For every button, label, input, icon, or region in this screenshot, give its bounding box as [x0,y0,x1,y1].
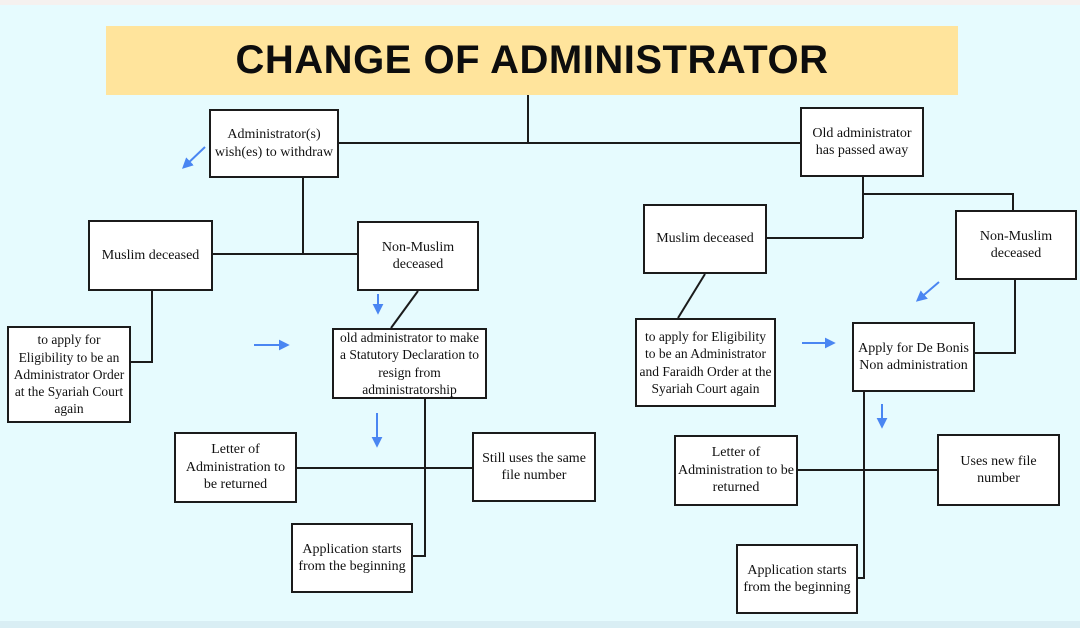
node-right-muslim-deceased: Muslim deceased [643,204,767,274]
node-label: Letter of Administration to be returned [185,442,286,493]
node-right-letter-returned: Letter of Administration to be returned [674,435,798,506]
node-left-muslim-deceased: Muslim deceased [88,220,213,291]
node-label: Apply for De Bonis Non administration [858,340,969,374]
connector-right-trunk [858,392,865,579]
node-old-administrator-passed: Old administrator has passed away [800,107,924,177]
connector-right-muslim-diagonal [677,273,706,319]
connector-right-branch-elbow [863,193,1014,210]
connector-right-nonmuslim-elbow [975,280,1016,354]
node-label: Letter of Administration to be returned [678,445,794,496]
connector-left-trunk [413,399,426,557]
connector-left-muslim-elbow [131,291,153,363]
node-left-letter-returned: Letter of Administration to be returned [174,432,297,503]
node-same-file-number: Still uses the same file number [472,432,596,502]
node-label: Application starts from the beginning [298,541,406,575]
node-label: Non-Muslim deceased [381,239,455,273]
node-label: to apply for Eligibility to be an Admini… [639,328,772,396]
node-administrator-wishes-withdraw: Administrator(s) wish(es) to withdraw [209,109,339,178]
top-edge-strip [0,0,1080,5]
bottom-edge-strip [0,621,1080,628]
node-right-nonmuslim-deceased: Non-Muslim deceased [955,210,1077,280]
node-left-application-restart: Application starts from the beginning [291,523,413,593]
node-label: Administrator(s) wish(es) to withdraw [214,127,334,160]
node-label: Old administrator has passed away [812,125,912,159]
node-right-eligibility-faraidh: to apply for Eligibility to be an Admini… [635,318,776,407]
page-title: CHANGE OF ADMINISTRATOR [235,38,829,82]
node-label: to apply for Eligibility to be an Admini… [13,332,125,417]
node-label: Muslim deceased [101,247,200,263]
node-right-application-restart: Application starts from the beginning [736,544,858,614]
node-de-bonis-non: Apply for De Bonis Non administration [852,322,975,392]
node-label: Non-Muslim deceased [979,228,1053,262]
node-left-nonmuslim-deceased: Non-Muslim deceased [357,221,479,291]
blue-arrow-withdraw-icon [182,146,206,169]
node-label: Uses new file number [960,453,1037,487]
node-label: Application starts from the beginning [743,562,851,596]
node-new-file-number: Uses new file number [937,434,1060,506]
node-label: Still uses the same file number [482,450,586,484]
node-label: old administrator to make a Statutory De… [339,329,480,397]
node-statutory-declaration: old administrator to make a Statutory De… [332,328,487,399]
blue-arrow-right-diagonal-icon [915,281,940,302]
connector-left-nonmuslim-diagonal [390,290,419,329]
node-label: Muslim deceased [656,231,754,247]
title-banner: CHANGE OF ADMINISTRATOR [106,26,958,95]
node-left-eligibility-order: to apply for Eligibility to be an Admini… [7,326,131,423]
